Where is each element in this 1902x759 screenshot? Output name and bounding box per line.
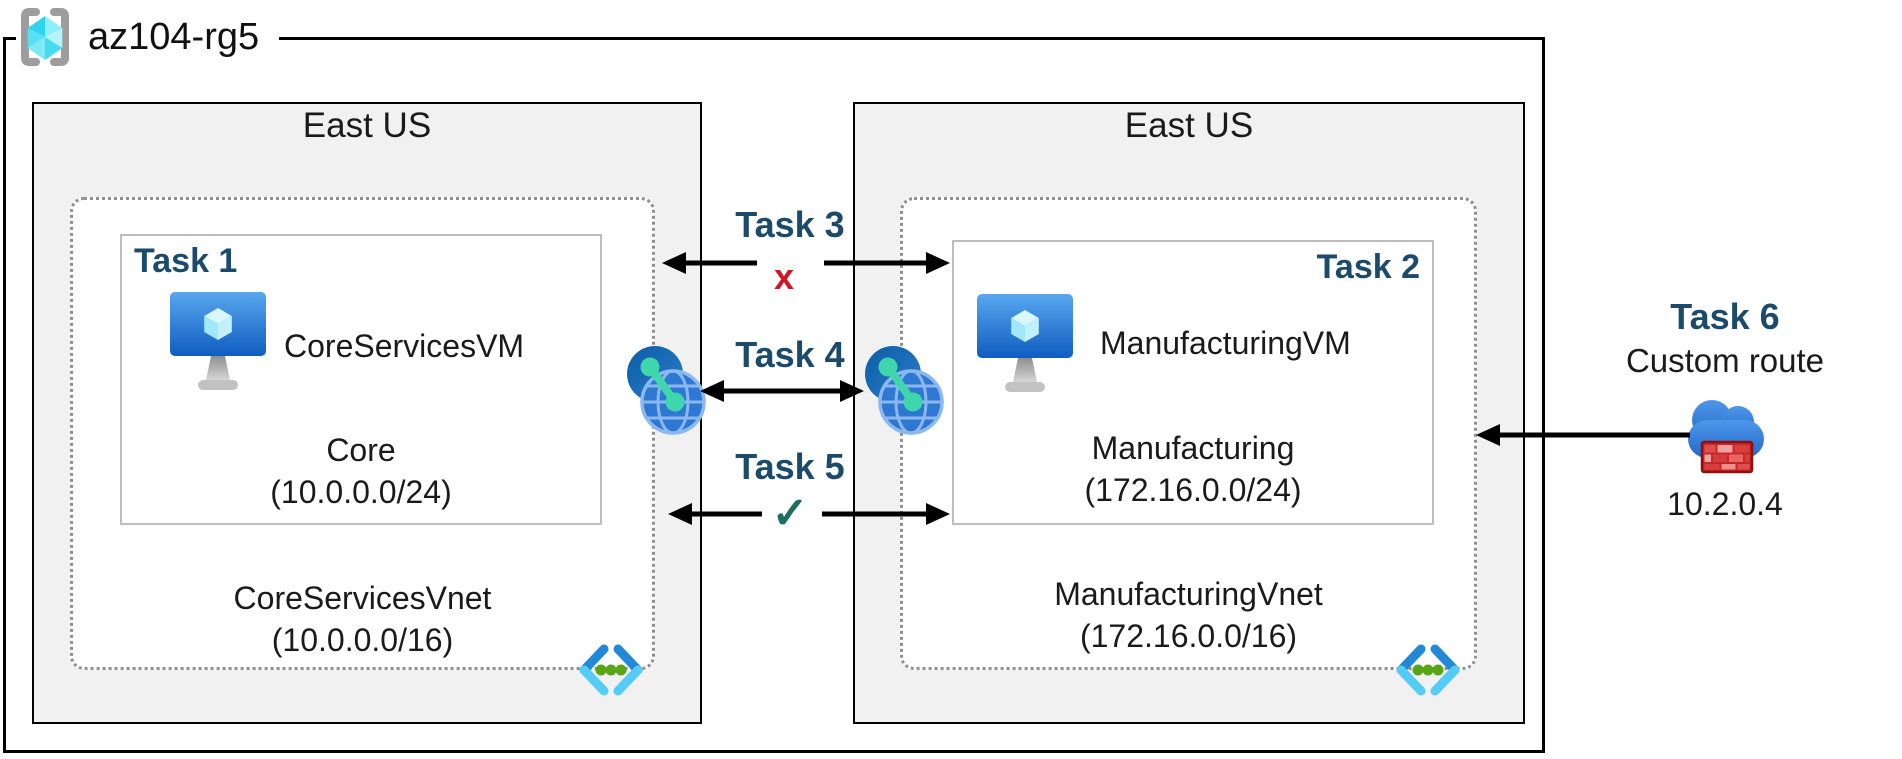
peering-icon-left <box>627 346 706 435</box>
subnet-box-core <box>120 234 602 525</box>
vm-name-right: ManufacturingVM <box>1100 325 1351 361</box>
vnet-name-right: ManufacturingVnet <box>1054 576 1323 612</box>
task5-label: Task 5 <box>735 446 845 487</box>
task4-label: Task 4 <box>735 334 845 375</box>
task2-label: Task 2 <box>1316 248 1420 286</box>
resource-group-box <box>3 37 1545 753</box>
vm-icon-left <box>170 292 266 390</box>
task3-blocked-x-marker: x <box>773 256 795 297</box>
region-title-right: East US <box>1124 106 1254 145</box>
vm-name-left: CoreServicesVM <box>284 328 525 364</box>
task5-allowed-check-marker: ✓ <box>771 489 809 538</box>
task6-label: Task 6 <box>1670 296 1780 337</box>
task6-sublabel: Custom route <box>1625 342 1825 379</box>
task1-label: Task 1 <box>134 242 238 280</box>
vnet-cidr-left: (10.0.0.0/16) <box>271 622 454 658</box>
resource-group-header: az104-rg5 <box>16 0 280 74</box>
subnet-name-right: Manufacturing <box>1091 430 1295 466</box>
cloud-firewall-icon <box>1688 400 1764 474</box>
resource-group-icon <box>21 8 69 66</box>
firewall-bricks <box>1700 440 1754 474</box>
resource-group-label: az104-rg5 <box>88 15 260 58</box>
peering-icon-right <box>865 346 944 435</box>
vm-icon-right <box>977 294 1073 392</box>
vnet-cidr-right: (172.16.0.0/16) <box>1079 618 1298 654</box>
vnet-name-left: CoreServicesVnet <box>233 580 492 616</box>
subnet-cidr-right: (172.16.0.0/24) <box>1084 472 1302 508</box>
task3-label: Task 3 <box>735 204 845 245</box>
vnet-icon-right <box>1396 644 1460 696</box>
subnet-cidr-left: (10.0.0.0/24) <box>270 474 452 510</box>
region-title-left: East US <box>302 106 432 145</box>
vnet-icon-left <box>579 644 643 696</box>
task6-nva-address: 10.2.0.4 <box>1667 486 1783 522</box>
subnet-name-left: Core <box>326 432 396 468</box>
